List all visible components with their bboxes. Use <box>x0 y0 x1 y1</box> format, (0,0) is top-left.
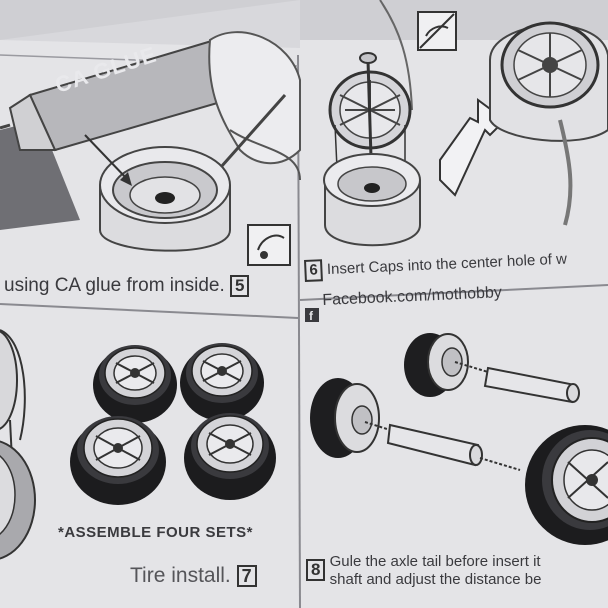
svg-text:f: f <box>309 309 314 323</box>
facebook-icon <box>305 308 319 322</box>
panel6-illustration <box>323 0 608 247</box>
tire <box>70 416 166 505</box>
tire <box>184 413 276 500</box>
wheel-rim <box>99 146 231 252</box>
panel-divider-left <box>0 303 299 319</box>
tire <box>180 343 264 421</box>
panel5-caption-row: using CA glue from inside. 5 <box>4 275 250 297</box>
tire <box>93 345 177 423</box>
panel8-caption-line2: shaft and adjust the distance be <box>329 571 542 588</box>
step-number-8: 8 <box>306 559 326 581</box>
panel5-caption: using CA glue from inside. <box>4 275 225 296</box>
step-number-5: 5 <box>230 275 250 297</box>
panel5-illustration <box>0 31 301 266</box>
panel8-illustration: f <box>305 308 608 545</box>
glue-drop-icon <box>247 224 291 266</box>
step-number-6: 6 <box>304 259 324 282</box>
panel8-caption-line1: Gule the axle tail before insert it <box>329 553 541 570</box>
panel7-caption-row: Tire install. 7 <box>130 564 257 588</box>
panel-divider-right <box>299 284 608 301</box>
panel8-caption-row: 8 Gule the axle tail before insert it sh… <box>306 553 541 589</box>
assemble-note: *ASSEMBLE FOUR SETS* <box>58 524 254 541</box>
tire-set <box>70 343 276 505</box>
panel7-illustration <box>0 329 36 560</box>
step-number-7: 7 <box>236 565 257 587</box>
finished-wheel <box>489 21 608 226</box>
panel7-caption: Tire install. <box>130 564 231 587</box>
